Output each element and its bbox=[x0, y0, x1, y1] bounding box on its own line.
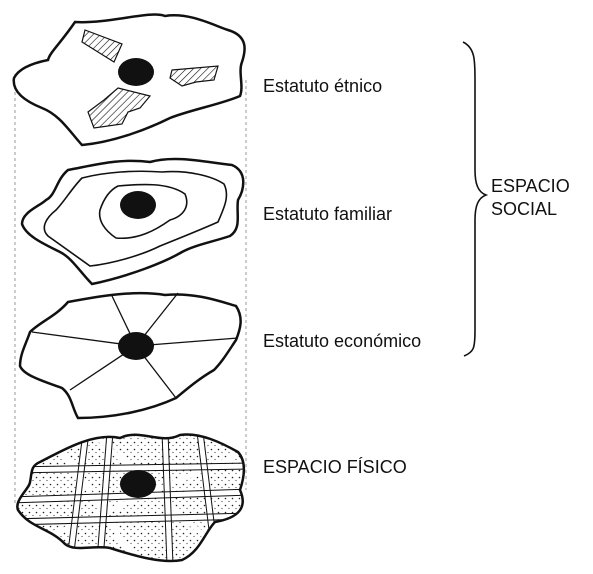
ethnic-zone-3 bbox=[87, 87, 152, 129]
city-center-3 bbox=[118, 332, 154, 360]
ethnic-zone-2 bbox=[169, 65, 219, 87]
social-space-brace bbox=[462, 41, 489, 357]
label-social-space-line2: SOCIAL bbox=[491, 199, 558, 219]
family-ring-inner bbox=[98, 183, 188, 240]
city-center-4 bbox=[120, 470, 156, 498]
city-center-1 bbox=[118, 58, 154, 86]
label-physical-space: ESPACIO FÍSICO bbox=[263, 457, 407, 477]
layer-ethnic bbox=[12, 13, 246, 147]
family-ring-outer bbox=[43, 170, 228, 267]
city-center-2 bbox=[120, 191, 156, 219]
label-social-space: ESPACIO SOCIAL bbox=[491, 175, 570, 221]
layer-physical bbox=[16, 433, 246, 563]
label-ethnic-status: Estatuto étnico bbox=[263, 76, 383, 96]
label-family-status: Estatuto familiar bbox=[263, 204, 393, 224]
layer-family bbox=[20, 157, 245, 286]
label-social-space-line1: ESPACIO bbox=[491, 176, 570, 196]
layer-economic bbox=[18, 291, 242, 420]
ethnic-zone-1 bbox=[81, 29, 123, 63]
label-economic-status: Estatuto económico bbox=[263, 331, 422, 351]
